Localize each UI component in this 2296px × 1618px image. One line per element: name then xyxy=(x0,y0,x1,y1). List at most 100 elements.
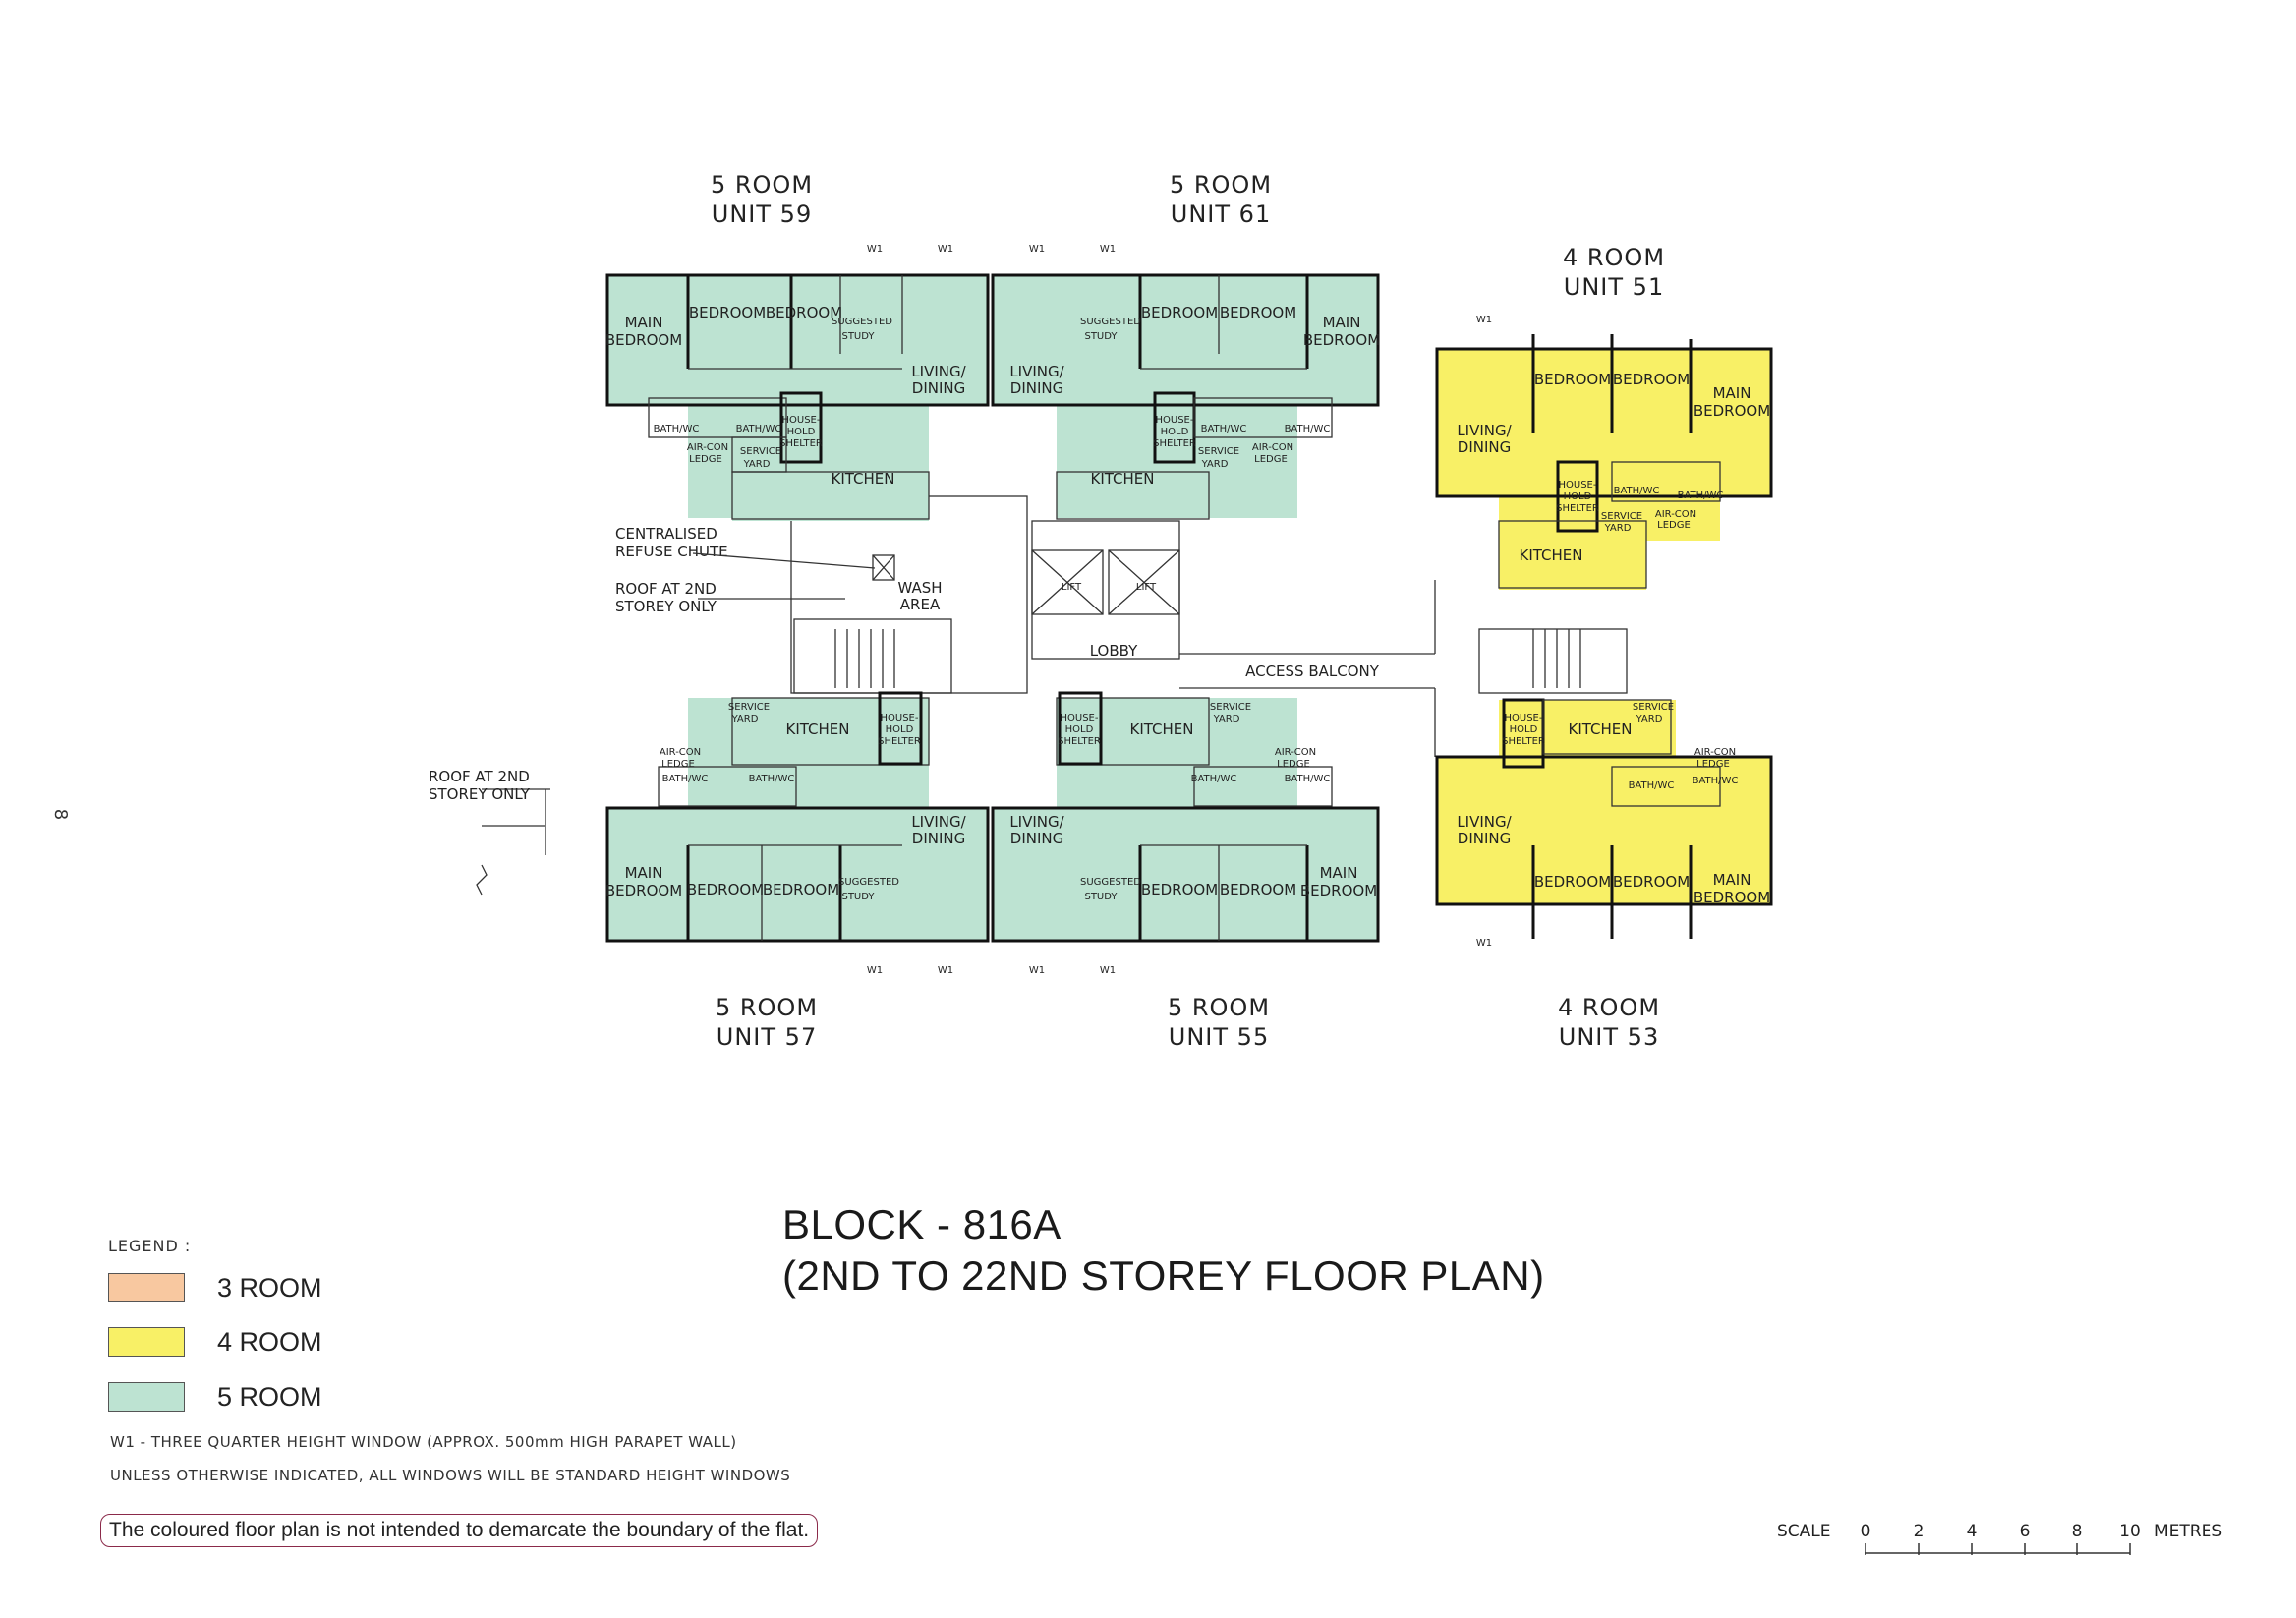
room-label: BEDROOM xyxy=(605,882,682,899)
legend-note-windows: UNLESS OTHERWISE INDICATED, ALL WINDOWS … xyxy=(110,1467,791,1484)
room-label: STUDY xyxy=(841,892,875,902)
room-label: SERVICE xyxy=(728,702,770,713)
room-label: SHELTER xyxy=(1058,736,1101,747)
room-label: SERVICE xyxy=(1198,446,1239,457)
room-label: BATH/WC xyxy=(1285,774,1331,784)
room-label: BATH/WC xyxy=(662,774,709,784)
unit-53-number: UNIT 53 xyxy=(1559,1023,1659,1051)
roof-label: STOREY ONLY xyxy=(615,598,718,615)
room-label: DINING xyxy=(1458,438,1511,456)
room-label: HOUSE- xyxy=(1559,480,1597,491)
room-label: HOUSE- xyxy=(881,713,919,723)
room-label: LEDGE xyxy=(661,759,695,770)
room-label: MAIN xyxy=(1713,871,1751,889)
unit-55-type: 5 ROOM xyxy=(1168,994,1270,1021)
room-label: LEDGE xyxy=(1657,520,1691,531)
room-label: BEDROOM xyxy=(1220,881,1296,898)
scale-tick-label: 4 xyxy=(1967,1522,1978,1541)
window-tag: W1 xyxy=(1476,315,1492,325)
room-label: SHELTER xyxy=(1556,503,1599,514)
room-label: SERVICE xyxy=(740,446,781,457)
wash-area-label: WASH xyxy=(897,579,942,597)
roof-label: STOREY ONLY xyxy=(429,785,531,803)
room-label: AIR-CON xyxy=(1694,747,1736,758)
room-label: HOLD xyxy=(1065,724,1094,735)
disclaimer-note: The coloured floor plan is not intended … xyxy=(100,1514,819,1547)
room-label: DINING xyxy=(912,830,965,847)
room-label: DINING xyxy=(912,379,965,397)
room-label: MAIN xyxy=(625,864,663,882)
window-tag: W1 xyxy=(1029,965,1045,976)
room-label: DINING xyxy=(1010,379,1063,397)
room-label: BATH/WC xyxy=(1285,424,1331,434)
legend-note-w1: W1 - THREE QUARTER HEIGHT WINDOW (APPROX… xyxy=(110,1433,737,1451)
window-tag: W1 xyxy=(1029,244,1045,255)
plan-title: BLOCK - 816A xyxy=(782,1201,1062,1247)
unit-57-plan xyxy=(605,691,990,943)
room-label: HOUSE- xyxy=(1156,415,1194,426)
room-label: STUDY xyxy=(1084,892,1118,902)
room-label: MAIN xyxy=(1320,864,1358,882)
room-label: LEDGE xyxy=(1254,454,1288,465)
room-label: BEDROOM xyxy=(1613,873,1690,891)
room-label: BEDROOM xyxy=(1300,882,1377,899)
refuse-chute-label: CENTRALISED xyxy=(615,525,718,543)
room-label: HOLD xyxy=(886,724,914,735)
room-label: HOLD xyxy=(1564,491,1592,502)
room-label: HOLD xyxy=(1510,724,1538,735)
room-label: BATH/WC xyxy=(654,424,700,434)
room-label: SUGGESTED xyxy=(832,317,892,327)
window-tag: W1 xyxy=(1100,965,1116,976)
room-label: BEDROOM xyxy=(687,881,764,898)
room-label: KITCHEN xyxy=(832,470,895,488)
lift-label: LIFT xyxy=(1136,582,1157,593)
window-tag: W1 xyxy=(1476,938,1492,949)
refuse-chute-label: REFUSE CHUTE xyxy=(615,543,728,560)
unit-57-type: 5 ROOM xyxy=(716,994,818,1021)
window-tag: W1 xyxy=(1100,244,1116,255)
unit-51-number: UNIT 51 xyxy=(1564,273,1664,301)
room-label: SERVICE xyxy=(1601,511,1642,522)
room-label: YARD xyxy=(1213,714,1240,724)
unit-61-plan xyxy=(991,273,1380,520)
room-label: KITCHEN xyxy=(1520,547,1583,564)
room-label: YARD xyxy=(731,714,759,724)
room-label: BEDROOM xyxy=(763,881,839,898)
room-label: KITCHEN xyxy=(786,721,850,738)
unit-53-type: 4 ROOM xyxy=(1558,994,1660,1021)
room-label: LIVING/ xyxy=(1009,363,1064,380)
unit-53-plan xyxy=(1435,698,1773,939)
room-label: YARD xyxy=(1604,523,1632,534)
unit-59-plan xyxy=(605,273,990,521)
room-label: LIVING/ xyxy=(1457,813,1512,831)
room-label: SERVICE xyxy=(1210,702,1251,713)
window-tag: W1 xyxy=(867,965,883,976)
room-label: BEDROOM xyxy=(766,304,842,321)
room-label: SERVICE xyxy=(1633,702,1674,713)
room-label: BATH/WC xyxy=(1629,780,1675,791)
window-tag: W1 xyxy=(938,965,953,976)
legend-label: 3 ROOM xyxy=(217,1272,322,1302)
room-label: LEDGE xyxy=(1696,759,1730,770)
wash-area-label: AREA xyxy=(900,596,941,613)
access-balcony-label: ACCESS BALCONY xyxy=(1245,663,1380,680)
room-label: SHELTER xyxy=(779,438,823,449)
scale-tick-label: 6 xyxy=(2020,1522,2031,1541)
room-label: KITCHEN xyxy=(1569,721,1633,738)
room-label: BATH/WC xyxy=(1614,486,1660,496)
scale-tick-label: 8 xyxy=(2072,1522,2083,1541)
room-label: BATH/WC xyxy=(1191,774,1237,784)
room-label: YARD xyxy=(1201,459,1229,470)
roof-label: ROOF AT 2ND xyxy=(429,768,530,785)
legend-title: LEGEND : xyxy=(108,1237,192,1255)
room-label: SHELTER xyxy=(878,736,921,747)
room-label: BEDROOM xyxy=(605,331,682,349)
room-label: HOUSE- xyxy=(1505,713,1543,723)
room-label: MAIN xyxy=(1323,314,1361,331)
room-label: BATH/WC xyxy=(1201,424,1247,434)
room-label: KITCHEN xyxy=(1130,721,1194,738)
unit-57-number: UNIT 57 xyxy=(717,1023,817,1051)
scale-label: SCALE xyxy=(1777,1522,1831,1541)
lobby-label: LOBBY xyxy=(1090,642,1138,660)
